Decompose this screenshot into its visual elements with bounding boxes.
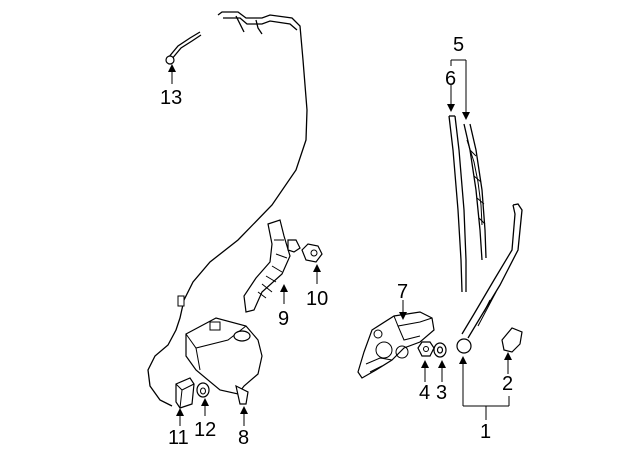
part-3-washer (433, 342, 447, 358)
part-12-pump-grommet (196, 382, 210, 398)
leader-lines (168, 59, 512, 426)
callout-10: 10 (306, 288, 328, 310)
part-4-nut (417, 341, 435, 357)
callout-11: 11 (168, 427, 189, 449)
part-1-wiper-arm (456, 203, 523, 354)
callout-1: 1 (480, 421, 491, 443)
callout-8: 8 (238, 427, 249, 449)
callout-5: 5 (453, 34, 464, 56)
part-13-hose-connector (165, 31, 202, 65)
callout-2: 2 (502, 373, 513, 395)
callout-12: 12 (194, 419, 216, 441)
part-11-washer-pump (175, 377, 195, 409)
callout-9: 9 (278, 308, 289, 330)
part-9-filler-hose (243, 219, 301, 313)
part-2-arm-cap (501, 327, 523, 353)
part-6-wiper-blade (448, 115, 467, 293)
part-7-wiper-motor (357, 311, 435, 379)
washer-hose (147, 11, 308, 407)
callout-4: 4 (419, 382, 430, 404)
callout-labels: 13 5 6 7 9 10 4 3 2 1 8 11 12 (160, 34, 513, 449)
part-10-reservoir-cap (301, 243, 323, 263)
part-5-wiper-blade-assembly (463, 123, 487, 261)
callout-3: 3 (436, 382, 447, 404)
part-8-washer-reservoir (185, 317, 263, 405)
callout-13: 13 (160, 87, 182, 109)
callout-7: 7 (397, 281, 408, 303)
callout-6: 6 (445, 68, 456, 90)
